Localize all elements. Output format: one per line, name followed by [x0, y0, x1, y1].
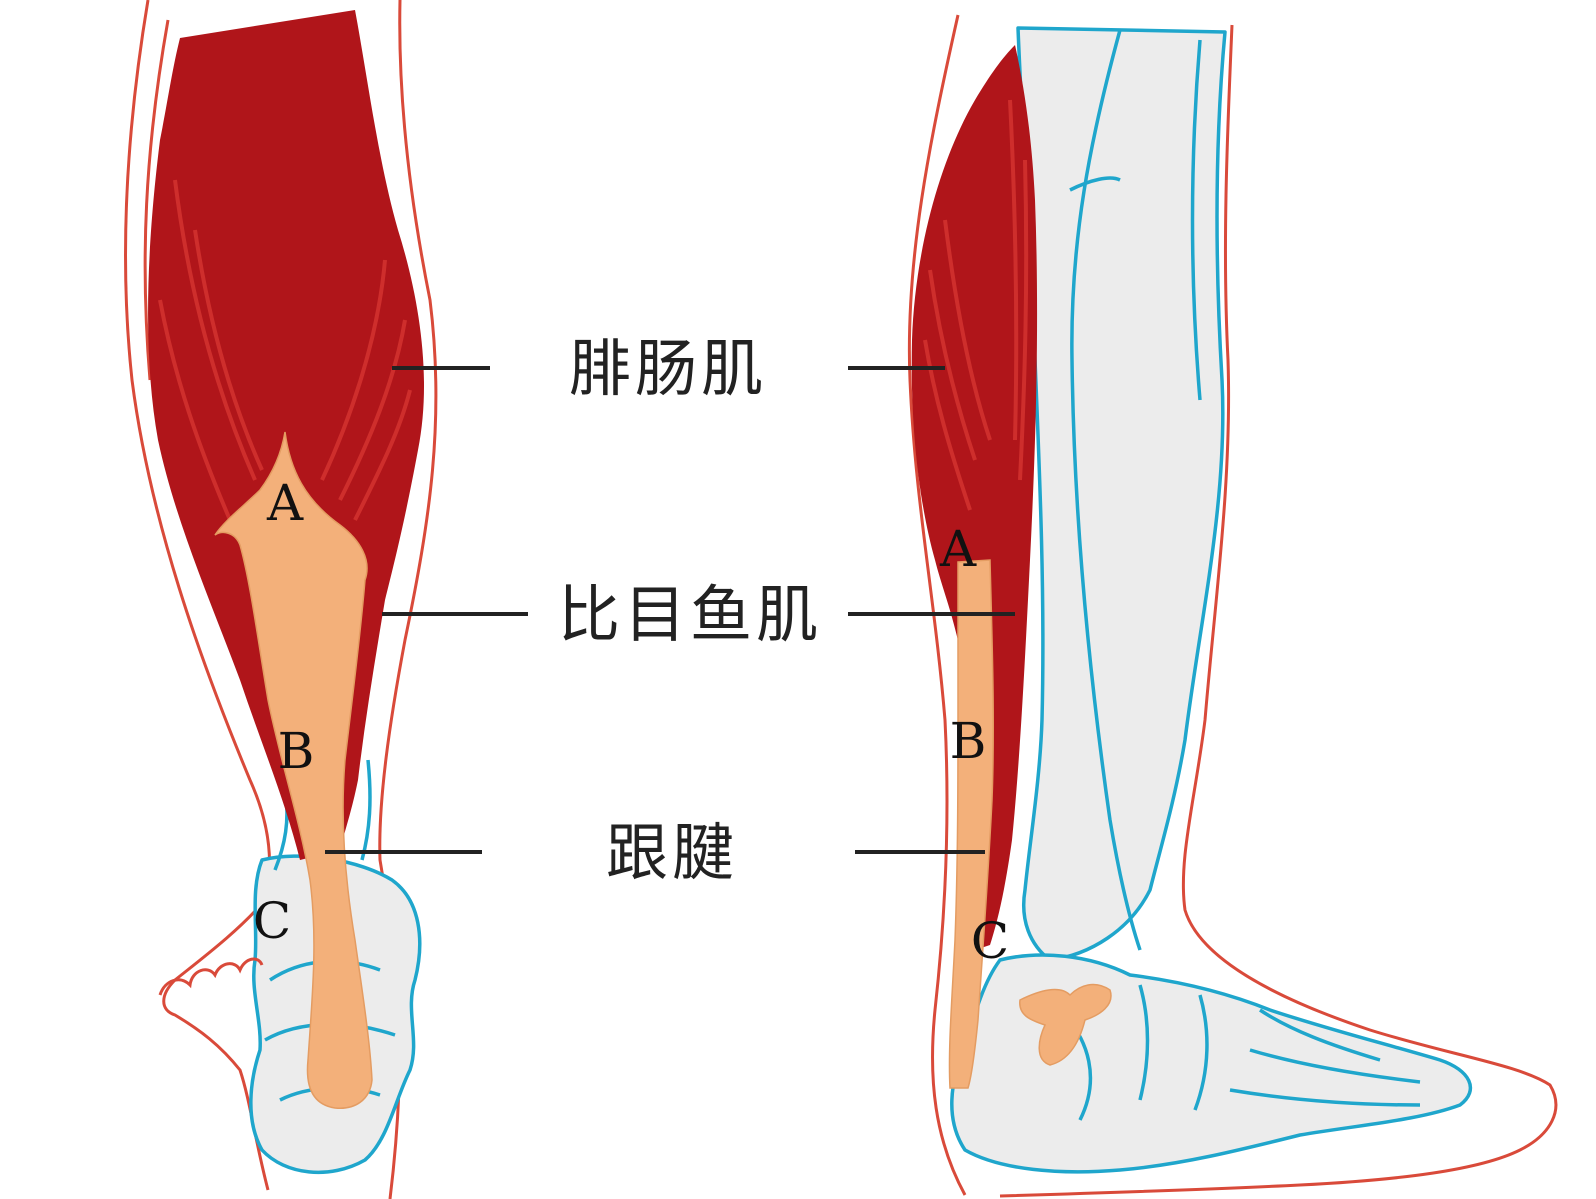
posterior-muscle-fibers: [158, 179, 412, 521]
label-achilles-tendon: 跟腱: [606, 816, 738, 889]
lateral-fibula-line: [1069, 29, 1202, 951]
label-soleus: 比目鱼肌: [558, 578, 822, 651]
posterior-point-a: A: [266, 474, 304, 532]
lateral-point-a: A: [939, 520, 977, 578]
lateral-skin-outline-back: [907, 14, 967, 1196]
posterior-point-c: C: [253, 892, 291, 950]
lateral-ankle-ligament: [1019, 983, 1112, 1066]
lateral-foot-bones: [950, 953, 1473, 1174]
lateral-gastrocnemius: [911, 45, 1038, 950]
label-gastrocnemius: 腓肠肌: [569, 332, 767, 405]
posterior-view: [124, 0, 438, 1199]
lateral-foot-bone-lines: [1058, 984, 1421, 1121]
lateral-point-b: B: [950, 712, 987, 770]
posterior-skin-outline-inner: [143, 19, 170, 381]
lateral-achilles-tendon: [948, 559, 995, 1089]
posterior-point-b: B: [278, 722, 315, 780]
lateral-skin-outline-front: [999, 24, 1558, 1198]
lateral-view: [907, 14, 1558, 1198]
posterior-achilles-tendon: [214, 431, 373, 1109]
leader-lines: [325, 366, 1015, 854]
posterior-toes: [158, 957, 264, 996]
lateral-muscle-fibers: [923, 99, 1029, 511]
lateral-point-c: C: [971, 912, 1009, 970]
